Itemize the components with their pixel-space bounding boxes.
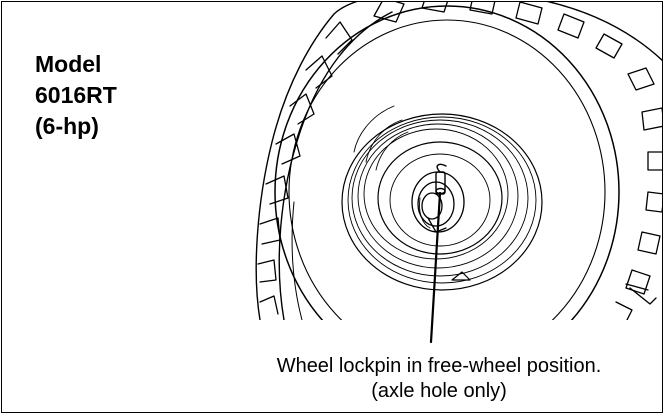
caption-line2: (axle hole only): [371, 380, 507, 402]
model-label: Model 6016RT (6-hp): [35, 49, 117, 142]
tread-lugs-top: [373, 2, 623, 59]
tread-lugs-left: [257, 21, 353, 315]
hub-rings: [341, 105, 543, 291]
callout-caption: Wheel lockpin in free-wheel position. (a…: [214, 354, 662, 404]
model-label-line3: (6-hp): [35, 113, 99, 139]
caption-line1: Wheel lockpin in free-wheel position.: [276, 355, 602, 377]
tread-lugs-right: [615, 67, 662, 320]
model-label-line1: Model: [35, 51, 102, 77]
model-label-line2: 6016RT: [35, 82, 117, 108]
tire-outline: [255, 2, 662, 320]
wheel-rim: [274, 5, 620, 320]
lockpin: [435, 163, 447, 195]
callout-leader-line: [429, 191, 442, 344]
